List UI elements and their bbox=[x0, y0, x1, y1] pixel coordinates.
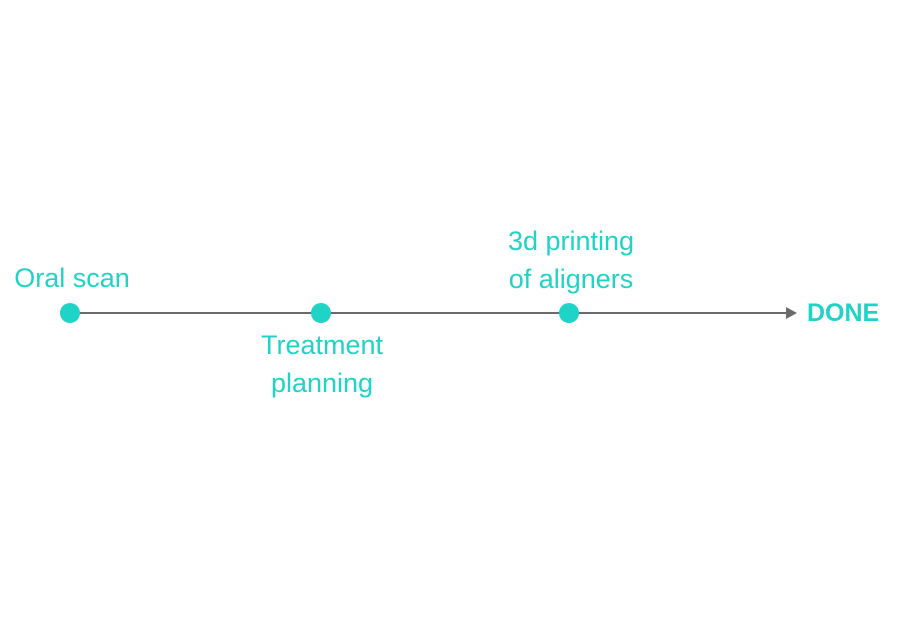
step-3d-printing-label-line-1: 3d printing bbox=[507, 226, 635, 256]
step-3d-printing-label-line-2: of aligners bbox=[508, 264, 634, 294]
step-treatment-planning-label-line-2: planning bbox=[270, 368, 374, 398]
step-3d-printing-marker bbox=[559, 303, 579, 323]
arrow-right-icon bbox=[786, 307, 797, 319]
step-oral-scan-label-line-1: Oral scan bbox=[14, 263, 130, 293]
done-label: DONE bbox=[807, 299, 880, 327]
timeline-line bbox=[70, 312, 792, 314]
step-oral-scan-label: Oral scan bbox=[2, 259, 142, 297]
step-3d-printing-label: 3d printing of aligners bbox=[471, 222, 671, 298]
step-oral-scan-marker bbox=[60, 303, 80, 323]
step-treatment-planning-marker bbox=[311, 303, 331, 323]
step-treatment-planning-label: Treatment planning bbox=[227, 326, 417, 402]
step-treatment-planning-label-line-1: Treatment bbox=[260, 330, 384, 360]
